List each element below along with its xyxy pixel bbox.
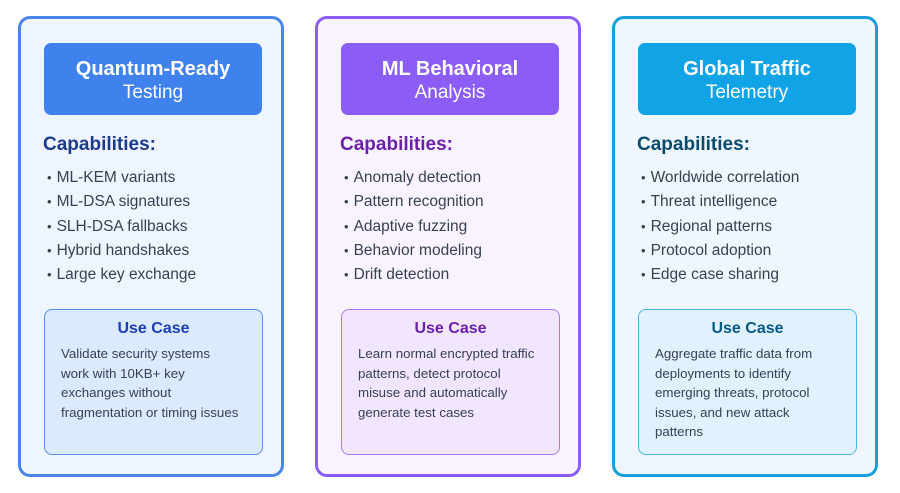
capability-item: Adaptive fuzzing <box>344 215 484 239</box>
capability-item: Drift detection <box>344 263 484 287</box>
capability-item: ML-KEM variants <box>47 166 196 190</box>
capabilities-heading: Capabilities: <box>43 134 156 155</box>
use-case-text: Validate security systems work with 10KB… <box>61 346 239 420</box>
capability-item: SLH-DSA fallbacks <box>47 215 196 239</box>
card-header: Global Traffic Telemetry <box>638 43 856 115</box>
card-global-traffic: Global Traffic Telemetry Capabilities: W… <box>612 16 878 477</box>
capabilities-heading: Capabilities: <box>340 134 453 155</box>
card-subtitle: Analysis <box>414 82 486 103</box>
capability-item: Large key exchange <box>47 263 197 287</box>
card-ml-behavioral: ML Behavioral Analysis Capabilities: Ano… <box>315 16 581 477</box>
card-header: ML Behavioral Analysis <box>341 43 559 115</box>
card-subtitle: Telemetry <box>705 82 789 103</box>
use-case-title: Use Case <box>711 320 784 337</box>
use-case-title: Use Case <box>117 320 190 337</box>
use-case-text: Learn normal encrypted traffic patterns,… <box>358 346 535 420</box>
capability-item: Edge case sharing <box>641 263 799 287</box>
capabilities-heading: Capabilities: <box>637 134 750 155</box>
use-case-box: Use Case Validate security systems work … <box>44 309 263 455</box>
card-subtitle: Testing <box>122 82 184 103</box>
capability-item: Pattern recognition <box>344 190 484 214</box>
card-title: ML Behavioral <box>381 58 519 80</box>
capability-item: Threat intelligence <box>641 190 799 214</box>
card-header: Quantum-Ready Testing <box>44 43 262 115</box>
capability-item: ML-DSA signatures <box>47 190 196 214</box>
capability-item: Regional patterns <box>641 215 799 239</box>
capabilities-list: ML-KEM variants ML-DSA signatures SLH-DS… <box>47 166 197 287</box>
capability-item: Protocol adoption <box>641 239 799 263</box>
use-case-box: Use Case Learn normal encrypted traffic … <box>341 309 560 455</box>
use-case-text: Aggregate traffic data from deployments … <box>655 346 813 439</box>
capability-item: Anomaly detection <box>344 166 484 190</box>
capabilities-list: Anomaly detection Pattern recognition Ad… <box>344 166 484 287</box>
use-case-title: Use Case <box>414 320 487 337</box>
capability-item: Behavior modeling <box>344 239 484 263</box>
card-title: Quantum-Ready <box>75 58 231 80</box>
capability-item: Worldwide correlation <box>641 166 800 190</box>
card-quantum-ready: Quantum-Ready Testing Capabilities: ML-K… <box>18 16 284 477</box>
use-case-box: Use Case Aggregate traffic data from dep… <box>638 309 857 455</box>
card-title: Global Traffic <box>683 58 811 80</box>
capability-item: Hybrid handshakes <box>47 239 196 263</box>
capabilities-list: Worldwide correlation Threat intelligenc… <box>641 166 800 287</box>
